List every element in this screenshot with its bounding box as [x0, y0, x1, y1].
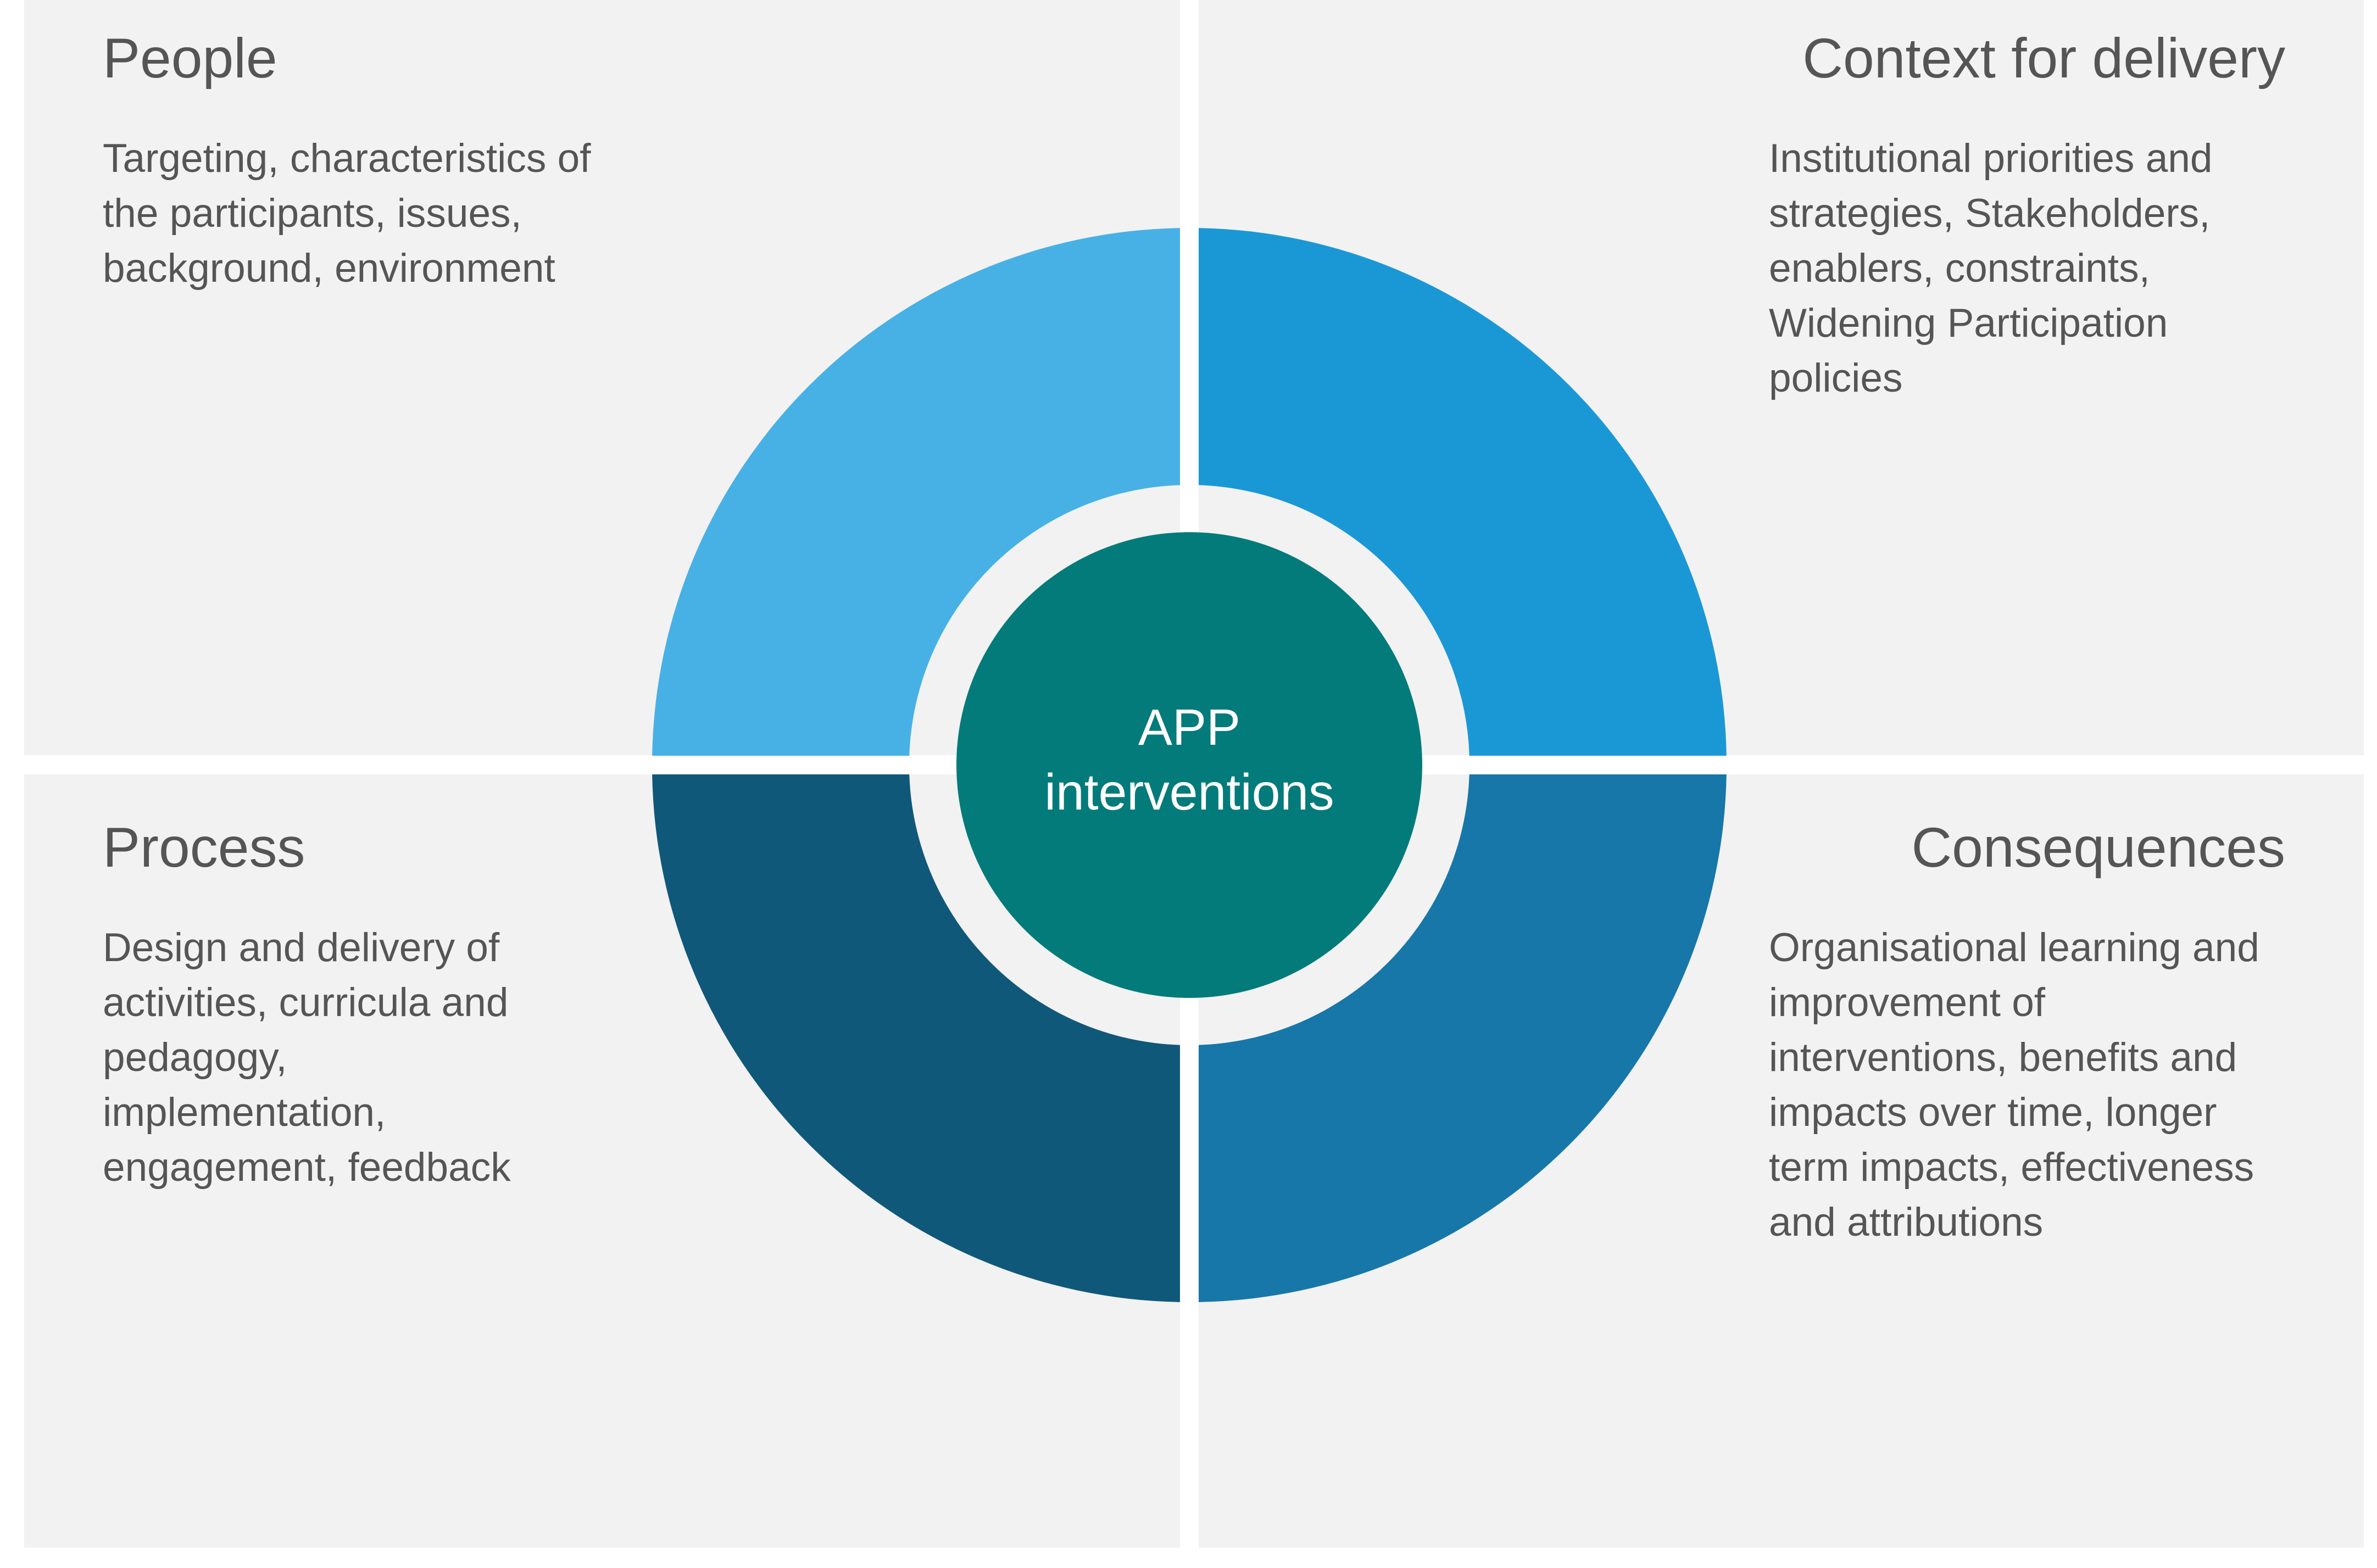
people-title: People [103, 27, 277, 90]
quadrant-process: Process Design and delivery of activitie… [103, 814, 817, 1195]
quadrant-people: People Targeting, characteristics of the… [103, 25, 817, 296]
quadrant-consequences: Consequences Organisational learning and… [1769, 814, 2285, 1250]
ring-segment-process [652, 774, 1180, 1302]
center-label: APP interventions [956, 695, 1423, 824]
center-label-line-1: APP [1138, 699, 1241, 756]
context-title: Context for delivery [1802, 27, 2285, 90]
context-description: Institutional priorities and strategies,… [1769, 136, 2213, 401]
ring-segment-context [1199, 228, 1727, 756]
ring-segment-consequences [1199, 774, 1727, 1302]
ring-segment-people [652, 228, 1180, 756]
people-description: Targeting, characteristics of the partic… [103, 136, 591, 291]
quadrant-context: Context for delivery Institutional prior… [1769, 25, 2285, 406]
center-label-line-2: interventions [1044, 763, 1334, 821]
consequences-title: Consequences [1911, 816, 2285, 879]
center-circle [956, 532, 1422, 998]
process-description: Design and delivery of activities, curri… [103, 925, 511, 1190]
process-title: Process [103, 816, 305, 879]
consequences-description: Organisational learning and improvement … [1769, 925, 2259, 1245]
